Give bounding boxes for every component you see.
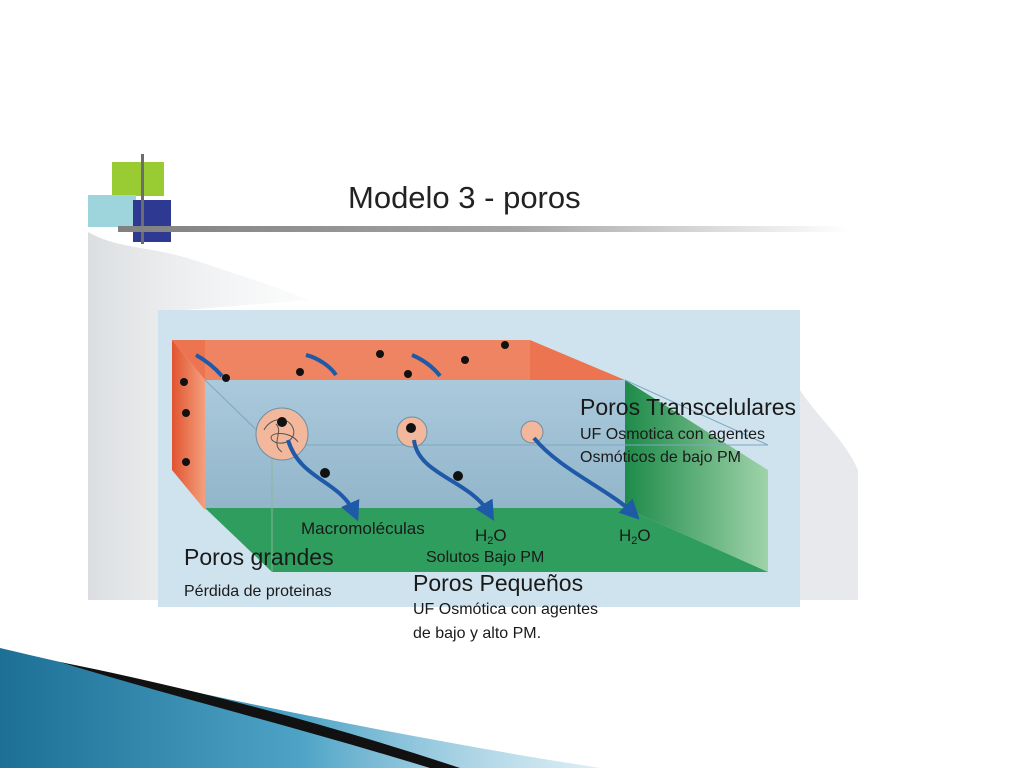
membrane-edge	[204, 379, 769, 446]
deco-square-teal	[88, 195, 136, 227]
label-poros-transcelulares-desc-2: Osmóticos de bajo PM	[580, 449, 741, 466]
arrow-small-pore	[412, 439, 495, 521]
dialysate-compartment-bottom	[205, 508, 768, 572]
solute-dot	[222, 374, 230, 382]
label-h2o-left: H2O	[475, 527, 507, 547]
label-poros-transcelulares-desc-1: UF Osmotica con agentes	[580, 426, 765, 443]
solute-dot	[376, 350, 384, 358]
bottom-swoosh-black	[60, 662, 460, 768]
solute-dot	[461, 356, 469, 364]
transcellular-pore	[520, 420, 544, 444]
deco-square-navy	[133, 200, 171, 242]
solute-dots	[180, 341, 509, 481]
label-poros-pequenos-desc-2: de bajo y alto PM.	[413, 625, 542, 642]
slide-title: Modelo 3 - poros	[348, 180, 581, 215]
solute-dot	[296, 368, 304, 376]
label-solutos-bajo-pm: Solutos Bajo PM	[426, 549, 545, 566]
small-pore-dot	[406, 423, 416, 433]
deco-vertical-bar	[141, 154, 144, 244]
label-h2o-left-tail: O	[493, 526, 507, 545]
solute-dot	[182, 409, 190, 417]
large-pore-dot	[277, 417, 287, 427]
bottom-swoosh-blue	[0, 648, 600, 768]
label-h2o-right: H2O	[619, 527, 651, 547]
label-h2o-right-base: H	[619, 526, 632, 545]
label-poros-transcelulares-title: Poros Transcelulares	[580, 394, 797, 420]
solute-dot	[404, 370, 412, 378]
label-h2o-left-sub: 2	[487, 535, 494, 547]
title-underline	[118, 226, 848, 232]
solute-dot	[182, 458, 190, 466]
water-texture-left	[88, 232, 310, 600]
label-h2o-right-tail: O	[637, 526, 651, 545]
label-poros-pequenos-desc-1: UF Osmótica con agentes	[413, 601, 598, 618]
solute-dot	[180, 378, 188, 386]
label-poros-grandes-title: Poros grandes	[184, 544, 334, 570]
flow-arrow	[305, 353, 338, 377]
blood-compartment-back	[205, 340, 530, 380]
water-texture-right	[800, 390, 858, 600]
solute-dot	[501, 341, 509, 349]
deco-square-green	[112, 162, 164, 196]
label-h2o-left-base: H	[475, 526, 488, 545]
label-poros-pequenos-title: Poros Pequeños	[413, 570, 584, 596]
arrow-large-pore	[286, 439, 360, 522]
flow-arrow	[411, 353, 442, 378]
transport-arrows	[286, 436, 640, 522]
solute-dot	[453, 471, 463, 481]
flow-arrow	[195, 353, 224, 378]
arrow-transcellular	[532, 436, 640, 520]
label-h2o-right-sub: 2	[631, 535, 638, 547]
label-poros-grandes-desc: Pérdida de proteinas	[184, 583, 332, 600]
solute-dot	[320, 468, 330, 478]
incoming-flow-arrows	[195, 353, 442, 378]
label-macromoleculas: Macromoléculas	[301, 519, 425, 538]
